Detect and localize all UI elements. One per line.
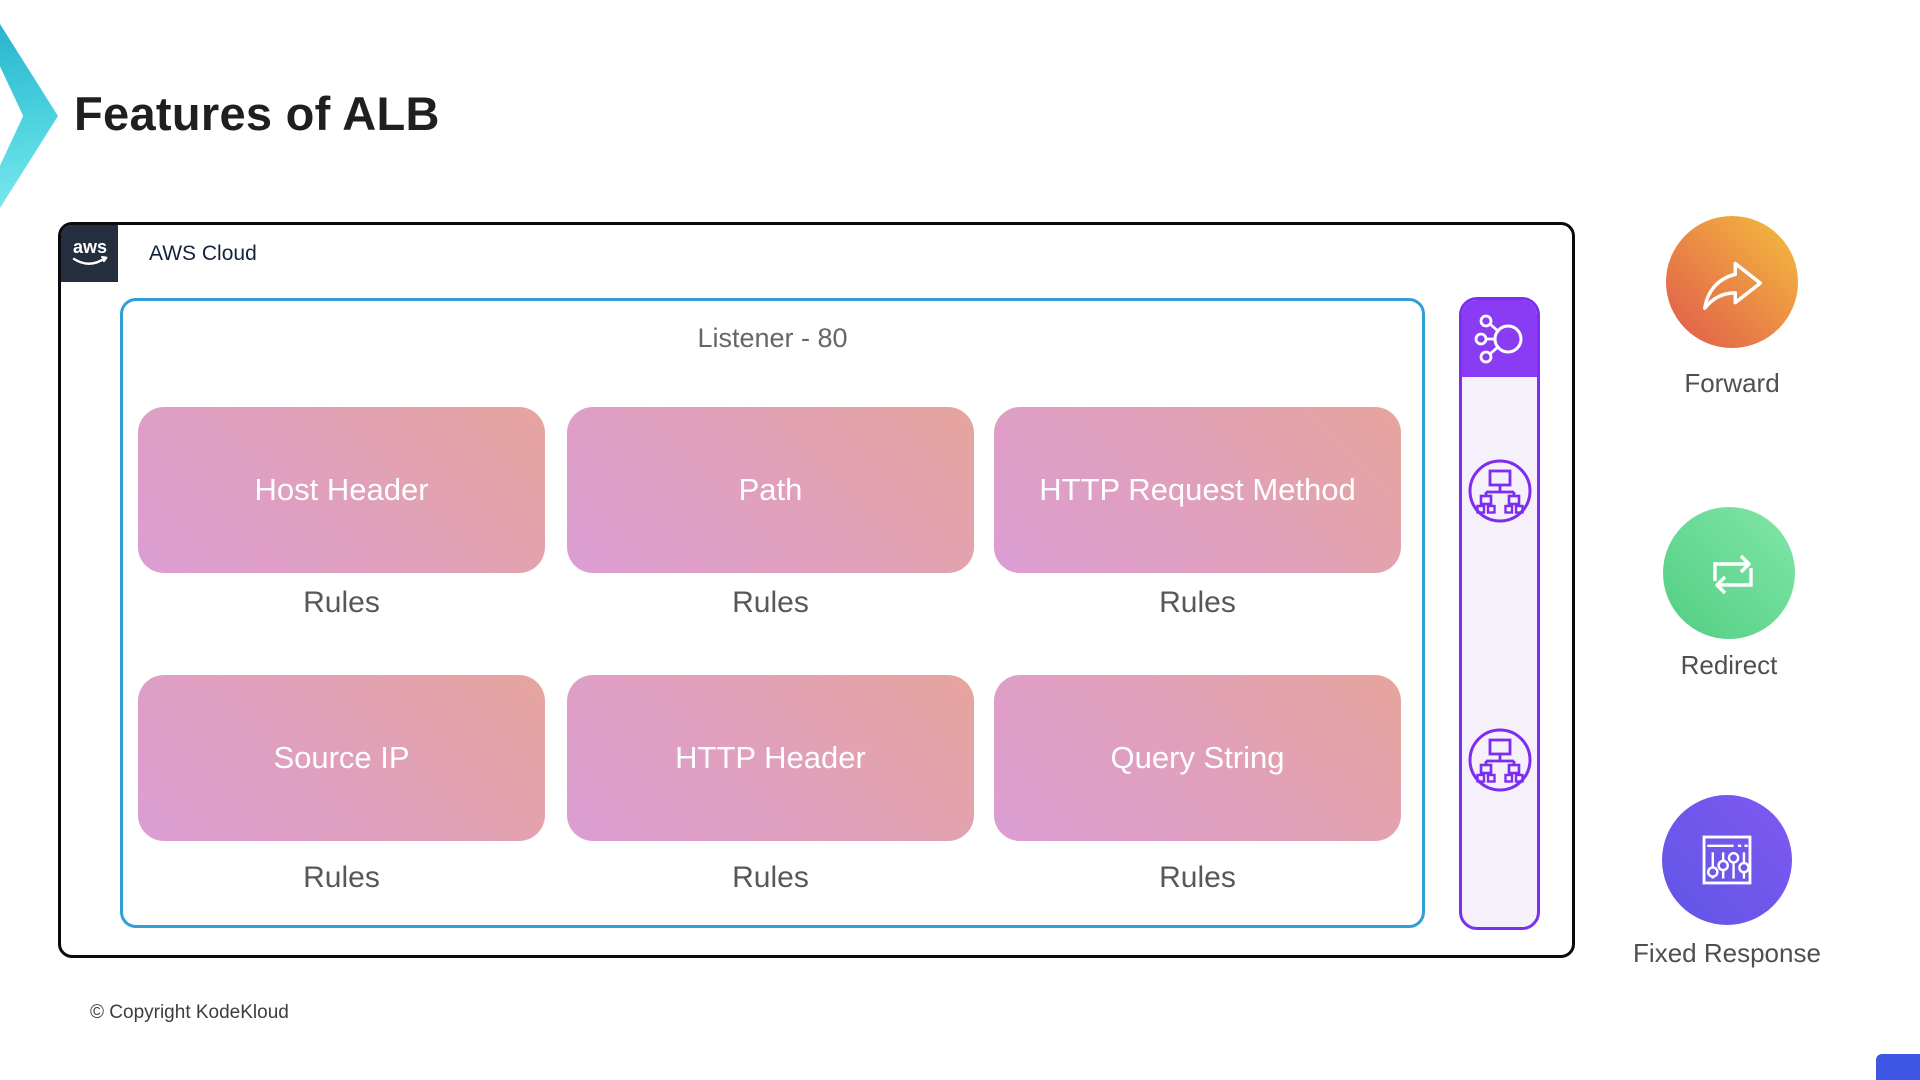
fixed-response-action — [1662, 795, 1792, 925]
feature-card-label: HTTP Header — [675, 740, 866, 775]
feature-card-path: Path — [567, 407, 974, 573]
page-title: Features of ALB — [74, 87, 440, 140]
fixed-response-label: Fixed Response — [1633, 938, 1821, 968]
feature-card-label: Host Header — [254, 472, 429, 507]
load-balancer-sidebar — [1459, 297, 1540, 930]
feature-card-label: Path — [738, 472, 803, 507]
sliders-window-icon — [1702, 835, 1752, 885]
aws-cloud-container: aws AWS Cloud Listener - 80 Host Header … — [58, 222, 1575, 958]
aws-logo: aws — [61, 225, 118, 282]
target-group-icon — [1467, 458, 1533, 529]
aws-logo-text: aws — [72, 237, 106, 257]
chevron-decoration-icon — [0, 24, 58, 208]
feature-card-http-request-method: HTTP Request Method — [994, 407, 1401, 573]
aws-cloud-label: AWS Cloud — [149, 241, 257, 265]
redirect-loop-icon — [1713, 554, 1753, 595]
rules-label: Rules — [1159, 861, 1236, 894]
listener-group: Listener - 80 Host Header Path HTTP Requ… — [120, 298, 1425, 928]
feature-card-host-header: Host Header — [138, 407, 545, 573]
rules-label: Rules — [732, 586, 809, 619]
aws-logo-icon: aws — [72, 237, 107, 265]
corner-accent — [1876, 1054, 1920, 1080]
forward-arrow-icon — [1703, 261, 1763, 310]
rules-label: Rules — [303, 861, 380, 894]
feature-card-query-string: Query String — [994, 675, 1401, 841]
rules-label: Rules — [303, 586, 380, 619]
rules-label: Rules — [732, 861, 809, 894]
rules-label: Rules — [1159, 586, 1236, 619]
feature-card-label: HTTP Request Method — [1039, 472, 1356, 507]
feature-card-http-header: HTTP Header — [567, 675, 974, 841]
target-group-icon — [1467, 727, 1533, 798]
forward-action — [1666, 216, 1798, 348]
load-balancer-header — [1462, 300, 1537, 377]
redirect-action — [1663, 507, 1795, 639]
elastic-load-balancer-icon — [1474, 314, 1522, 363]
feature-card-source-ip: Source IP — [138, 675, 545, 841]
forward-label: Forward — [1684, 368, 1780, 398]
redirect-label: Redirect — [1680, 650, 1778, 680]
feature-card-label: Query String — [1110, 740, 1285, 775]
feature-card-label: Source IP — [273, 740, 410, 775]
copyright-text: © Copyright KodeKloud — [90, 1002, 289, 1023]
listener-title: Listener - 80 — [697, 323, 848, 353]
